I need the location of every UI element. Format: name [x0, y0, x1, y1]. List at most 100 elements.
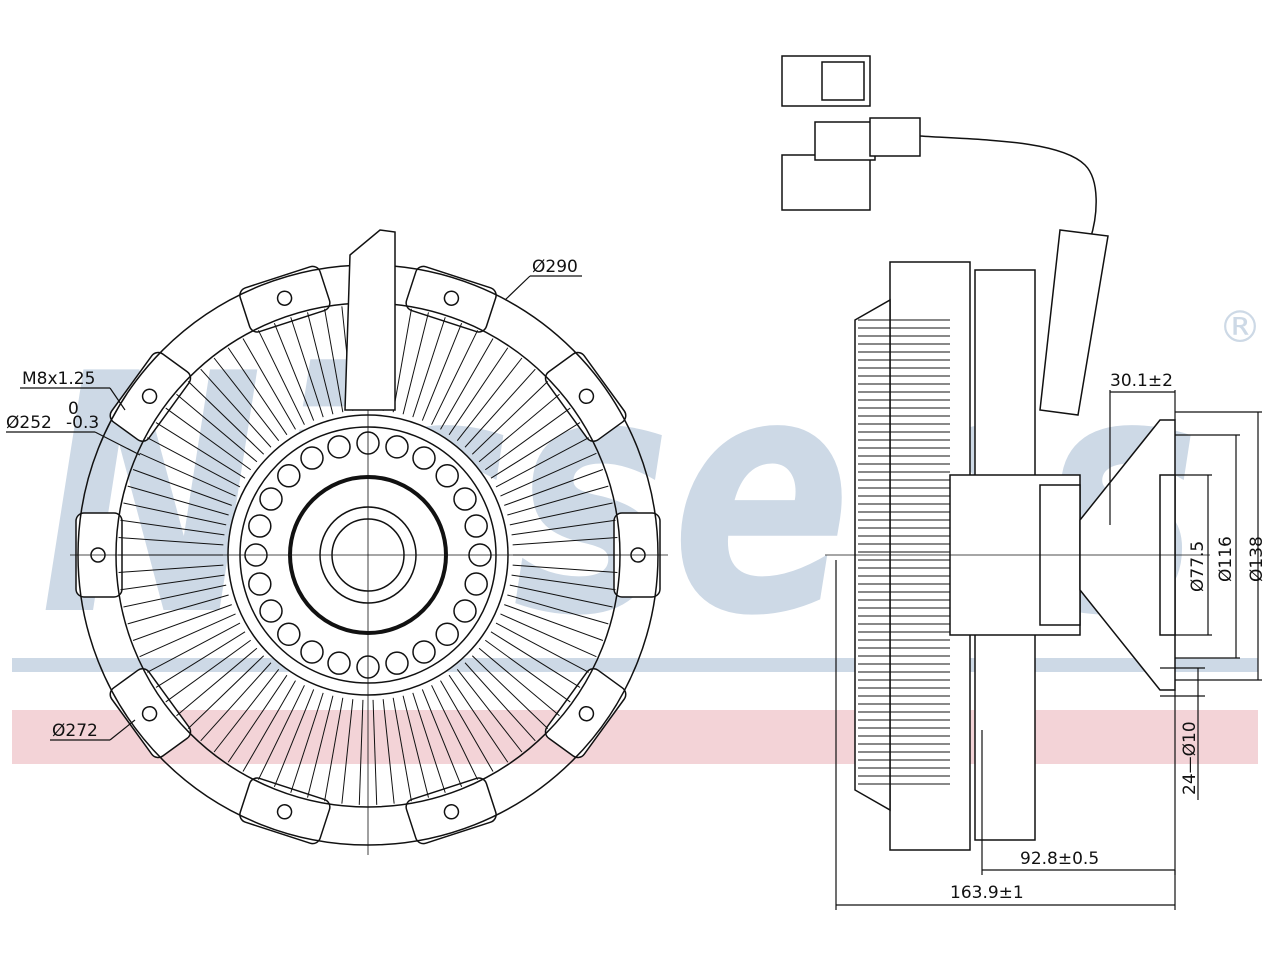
mounting-lug-body — [239, 777, 331, 845]
mounting-lug-hole — [141, 705, 158, 722]
cooling-fin — [290, 692, 324, 793]
cooling-fin — [200, 662, 272, 742]
mounting-lug-hole — [443, 804, 460, 820]
cooling-fin — [242, 680, 296, 772]
cooling-fin — [213, 668, 280, 753]
cooling-fin — [392, 697, 412, 802]
cooling-fin — [187, 380, 265, 455]
cooling-fin — [118, 537, 224, 546]
mounting-lug — [405, 777, 497, 845]
hub-bolt-hole — [248, 514, 272, 538]
cooling-fin — [127, 485, 229, 516]
label-flange: Ø138 — [1247, 536, 1267, 582]
cooling-fin — [511, 519, 616, 536]
hub-bolt-hole — [385, 435, 409, 459]
hub-bolt-hole — [453, 487, 477, 511]
cooling-fin — [176, 393, 258, 463]
cooling-fin — [132, 469, 232, 506]
cooling-fin — [509, 502, 613, 526]
leader-inner-dia-arrow — [94, 431, 141, 456]
connector-collar — [869, 117, 921, 157]
cooling-fin — [485, 639, 571, 703]
mounting-lug-hole — [276, 290, 293, 306]
cooling-fin — [213, 357, 280, 442]
hub-bolt-hole — [277, 464, 301, 488]
front-view — [70, 229, 668, 855]
cooling-fin — [382, 699, 395, 804]
cooling-fin — [324, 697, 344, 802]
cooling-fin — [504, 604, 604, 641]
hub-bolt-hole — [435, 622, 459, 646]
leader-blade-dia-arrow — [109, 719, 136, 741]
cooling-fin — [273, 689, 315, 787]
hub-bolt-hole — [327, 651, 351, 675]
cooling-fin — [155, 631, 246, 688]
label-mount-depth: 92.8±0.5 — [1020, 849, 1099, 869]
cooling-fin — [307, 695, 334, 798]
label-bore: Ø77.5 — [1188, 541, 1208, 592]
front-view-dimensions: M8x1.25 Ø252 0 -0.3 Ø290 Ø272 — [6, 257, 582, 741]
hub-bolt-hole — [453, 599, 477, 623]
hub-bolt-hole — [435, 464, 459, 488]
mounting-lug-hole — [578, 388, 595, 405]
label-inner-dia: Ø252 — [6, 413, 52, 433]
side-view-dimensions — [835, 390, 1262, 910]
mounting-lug-hole — [141, 388, 158, 405]
connector-plug-face — [821, 61, 865, 101]
cooling-fin — [118, 564, 224, 573]
cooling-fin — [471, 655, 549, 730]
cooling-fin — [402, 695, 429, 798]
cooling-fin — [431, 330, 479, 425]
cooling-fin — [495, 437, 589, 488]
cooling-fin — [127, 594, 229, 625]
cooling-fin — [165, 407, 251, 471]
cooling-fin — [242, 338, 296, 430]
cooling-fin — [456, 668, 523, 753]
cooling-fin — [402, 312, 429, 415]
cooling-fin — [147, 622, 241, 673]
sensor-cable-tab — [344, 229, 396, 411]
connector-plug-body — [781, 154, 871, 211]
cooling-fin — [290, 317, 324, 418]
cooling-fin — [324, 308, 344, 413]
cooling-fin — [440, 338, 494, 430]
cooling-fin — [358, 699, 364, 805]
cooling-fin — [490, 422, 581, 479]
cooling-fin — [507, 594, 609, 625]
cooling-fin — [504, 469, 604, 506]
cooling-fin — [412, 692, 446, 793]
cooling-fin — [139, 613, 236, 658]
cable-strain-relief — [1039, 229, 1109, 416]
hub-bolt-hole — [464, 514, 488, 538]
sensor-cable — [919, 135, 1097, 241]
hub-bolt-hole — [300, 640, 324, 664]
watermark-registered-mark: ® — [1218, 302, 1262, 353]
hub-bolt-hole — [259, 599, 283, 623]
mounting-lug-hole — [443, 290, 460, 306]
cooling-fin — [307, 312, 334, 415]
cooling-fin — [372, 699, 378, 805]
cooling-fin — [187, 655, 265, 730]
label-blade-dia: Ø272 — [52, 721, 98, 741]
mounting-lug-hole — [578, 705, 595, 722]
cooling-fin — [165, 639, 251, 703]
cooling-fin — [478, 393, 560, 463]
cooling-fin — [507, 485, 609, 516]
cooling-fin — [464, 368, 536, 448]
label-holes: 24—Ø10 — [1180, 721, 1200, 795]
cooling-fin — [147, 437, 241, 488]
cooling-fin — [456, 357, 523, 442]
cooling-fin — [512, 564, 618, 573]
cooling-fin — [478, 647, 560, 717]
label-inner-dia-tol-upper: 0 — [68, 399, 79, 419]
mounting-lug-body — [405, 777, 497, 845]
hub-bolt-hole — [385, 651, 409, 675]
hub-bolt-hole — [277, 622, 301, 646]
cooling-fin — [500, 613, 597, 658]
cooling-fin — [227, 347, 288, 436]
cooling-fin — [511, 574, 616, 591]
hub-bolt-hole — [412, 446, 436, 470]
cooling-fin — [257, 685, 305, 780]
leader-thread-arrow — [109, 387, 126, 411]
